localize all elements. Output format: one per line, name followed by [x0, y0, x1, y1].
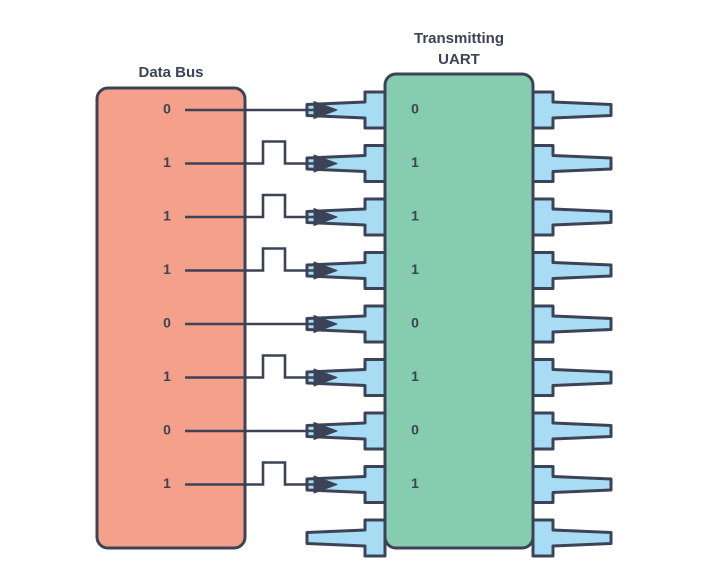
uart-chip-body	[383, 72, 535, 550]
diagram-text-layer: Data Bus Transmitting UART	[138, 30, 504, 81]
uart-bit-labels: 0 1 1 1 0 1 0 1	[411, 101, 419, 492]
signal-wire-8	[185, 461, 315, 486]
uart-bit-1: 0	[411, 101, 419, 117]
uart-pin-right-4	[531, 251, 613, 290]
signal-arrowhead-2	[313, 154, 338, 173]
data-bus-bit-5: 0	[163, 315, 171, 331]
data-bus-bit-2: 1	[163, 154, 171, 170]
signal-line-7	[185, 422, 338, 440]
uart-chip-group	[383, 72, 535, 550]
data-bus-group	[95, 86, 247, 550]
data-bus-bit-3: 1	[163, 208, 171, 224]
uart-pin-right-6	[531, 358, 613, 397]
uart-pin-right-8	[531, 465, 613, 504]
data-bus-bit-4: 1	[163, 261, 171, 277]
data-bus-bit-7: 0	[163, 422, 171, 438]
uart-pin-left-6	[305, 358, 387, 397]
uart-pin-right-3	[531, 197, 613, 237]
data-bus-bit-labels: 0 1 1 1 0 1 0 1	[163, 101, 171, 492]
signal-line-8	[185, 461, 338, 494]
uart-bit-4: 1	[411, 261, 419, 277]
signal-arrowhead-1	[313, 101, 338, 119]
signal-arrowhead-6	[313, 368, 338, 387]
uart-bit-6: 1	[411, 368, 419, 384]
uart-pin-right-9	[531, 518, 613, 558]
signal-arrowhead-8	[313, 475, 338, 494]
uart-bit-2: 1	[411, 154, 419, 170]
signal-line-4	[185, 247, 338, 280]
uart-pin-left-3	[305, 197, 387, 237]
data-bus-bit-8: 1	[163, 475, 171, 491]
uart-pin-left-7	[305, 411, 387, 451]
uart-pins-layer	[305, 90, 613, 558]
uart-pin-left-2	[305, 144, 387, 183]
signal-line-5	[185, 315, 338, 333]
uart-bit-3: 1	[411, 208, 419, 224]
uart-bit-7: 0	[411, 422, 419, 438]
uart-bit-8: 1	[411, 475, 419, 491]
uart-title-line2: UART	[438, 51, 480, 68]
uart-pin-left-4	[305, 251, 387, 290]
data-bus-box	[95, 86, 247, 550]
signal-wire-3	[185, 193, 315, 219]
uart-pin-right-7	[531, 411, 613, 451]
signal-line-1	[185, 101, 338, 119]
signal-line-3	[185, 193, 338, 226]
uart-pin-right-5	[531, 304, 613, 344]
signal-line-6	[185, 354, 338, 387]
uart-pin-left-1	[305, 90, 387, 130]
data-bus-bit-6: 1	[163, 368, 171, 384]
signal-arrowhead-4	[313, 261, 338, 280]
signal-arrowhead-7	[313, 422, 338, 440]
signal-arrowhead-5	[313, 315, 338, 333]
signal-arrowhead-3	[313, 208, 338, 226]
signal-wire-4	[185, 247, 315, 272]
uart-pin-left-5	[305, 304, 387, 344]
uart-pin-right-1	[531, 90, 613, 130]
uart-bit-5: 0	[411, 315, 419, 331]
uart-pin-left-9	[305, 518, 387, 558]
uart-pin-right-2	[531, 144, 613, 183]
signal-wire-2	[185, 140, 315, 165]
signal-lines-layer	[185, 101, 338, 494]
signal-wire-6	[185, 354, 315, 379]
signal-line-2	[185, 140, 338, 173]
uart-title-line1: Transmitting	[414, 30, 504, 47]
data-bus-title: Data Bus	[138, 64, 203, 81]
data-bus-bit-1: 0	[163, 101, 171, 117]
uart-pin-left-8	[305, 465, 387, 504]
